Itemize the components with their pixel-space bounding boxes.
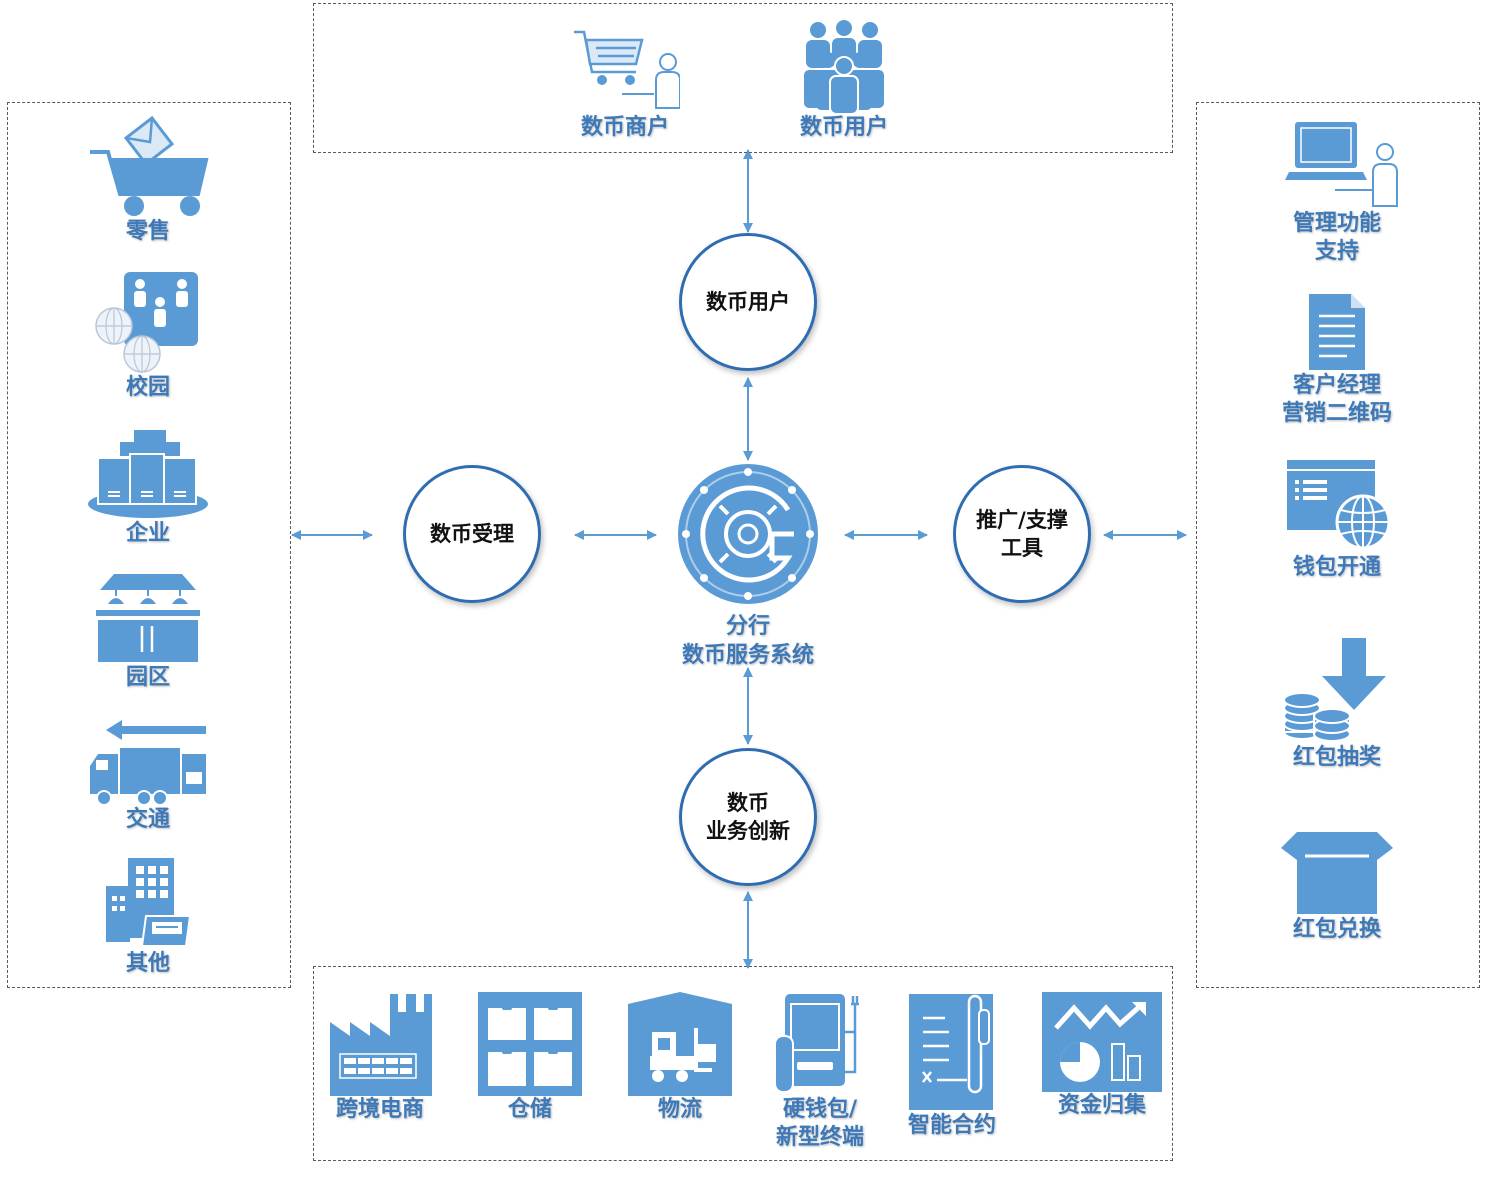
left-label-park: 园区 — [125, 665, 170, 690]
left-item-transport: 交通 — [78, 714, 218, 834]
bottom-label-hardwallet-1: 硬钱包/ — [782, 1097, 858, 1122]
building-other-icon — [106, 858, 192, 947]
right-label-management-1: 管理功能 — [1292, 211, 1381, 236]
node-business-innovation-label: 数币 业务创新 — [706, 791, 790, 843]
node-promo-tools-label: 推广/支撑 工具 — [976, 508, 1068, 560]
center-system-label: 分行 数币服务系统 — [598, 612, 898, 670]
bottom-label-smartcontract: 智能合约 — [907, 1113, 996, 1138]
right-item-exchange: 红包兑换 — [1262, 826, 1412, 944]
bottom-item-logistics: 物流 — [618, 992, 742, 1124]
left-label-other: 其他 — [125, 951, 170, 976]
laptop-user-icon — [1285, 122, 1398, 207]
left-label-transport: 交通 — [125, 807, 170, 832]
shopping-cart-mail-icon — [90, 115, 209, 216]
bottom-label-logistics: 物流 — [657, 1097, 702, 1122]
bottom-item-crossborder: 跨境电商 — [318, 992, 442, 1124]
node-digital-user-label: 数币用户 — [706, 290, 790, 314]
open-box-icon — [1281, 832, 1393, 914]
right-item-qrcode: 客户经理 营销二维码 — [1262, 292, 1412, 428]
top-item-users: 数币用户 — [784, 20, 904, 142]
center-label-line1: 分行 — [725, 614, 770, 639]
trend-chart-icon — [1042, 992, 1162, 1092]
node-business-innovation: 数币 业务创新 — [679, 748, 817, 886]
canteen-park-icon — [96, 574, 200, 662]
right-label-wallet-open: 钱包开通 — [1292, 555, 1381, 580]
factory-icon — [330, 994, 432, 1096]
forklift-warehouse-icon — [628, 992, 732, 1096]
right-label-qrcode-1: 客户经理 — [1292, 373, 1381, 398]
coins-download-icon — [1283, 638, 1386, 742]
bottom-item-fundpool: 资金归集 — [1040, 992, 1164, 1120]
shopping-cart-merchant-icon — [574, 30, 680, 109]
right-label-lottery: 红包抽奖 — [1292, 745, 1381, 770]
user-group-icon — [804, 20, 884, 114]
top-users-label: 数币用户 — [799, 115, 888, 140]
left-item-enterprise: 企业 — [78, 428, 218, 548]
left-item-campus: 校园 — [78, 270, 218, 402]
top-merchant-label: 数币商户 — [580, 115, 669, 140]
enterprise-servers-icon — [88, 430, 208, 518]
campus-people-globe-icon — [95, 272, 198, 373]
bottom-item-smartcontract: 智能合约 — [890, 992, 1014, 1140]
bottom-label-storage: 仓储 — [507, 1097, 552, 1122]
right-item-wallet-open: 钱包开通 — [1262, 458, 1412, 582]
bottom-label-fundpool: 资金归集 — [1057, 1093, 1146, 1118]
window-globe-icon — [1287, 460, 1391, 550]
bottom-item-hardwallet: 硬钱包/ 新型终端 — [758, 992, 882, 1152]
left-label-retail: 零售 — [125, 219, 170, 244]
left-label-enterprise: 企业 — [125, 521, 170, 546]
left-item-other: 其他 — [78, 856, 218, 978]
top-item-merchant: 数币商户 — [560, 26, 690, 142]
bottom-item-storage: 仓储 — [468, 992, 592, 1124]
right-label-exchange: 红包兑换 — [1292, 917, 1381, 942]
top-region — [313, 3, 1173, 153]
left-item-park: 园区 — [78, 572, 218, 692]
delivery-truck-icon — [90, 720, 206, 806]
node-digital-accept: 数币受理 — [403, 465, 541, 603]
left-label-campus: 校园 — [125, 375, 170, 400]
warehouse-boxes-icon — [478, 992, 582, 1096]
vault-center-icon — [678, 464, 818, 604]
hardware-wallet-terminal-icon — [775, 994, 859, 1093]
center-label-line2: 数币服务系统 — [681, 643, 814, 668]
node-digital-user: 数币用户 — [679, 233, 817, 371]
bottom-label-hardwallet-2: 新型终端 — [775, 1125, 864, 1150]
right-region — [1196, 102, 1480, 988]
right-label-management-2: 支持 — [1314, 239, 1359, 264]
node-promo-tools: 推广/支撑 工具 — [953, 465, 1091, 603]
left-item-retail: 零售 — [78, 114, 218, 246]
bottom-region — [313, 966, 1173, 1161]
document-icon — [1309, 294, 1365, 370]
bottom-label-crossborder: 跨境电商 — [335, 1097, 424, 1122]
right-item-lottery: 红包抽奖 — [1262, 636, 1412, 772]
contract-pen-icon — [909, 994, 993, 1110]
right-item-management: 管理功能 支持 — [1262, 118, 1412, 266]
left-region — [7, 102, 291, 988]
right-label-qrcode-2: 营销二维码 — [1281, 401, 1392, 426]
node-digital-accept-label: 数币受理 — [430, 522, 514, 546]
